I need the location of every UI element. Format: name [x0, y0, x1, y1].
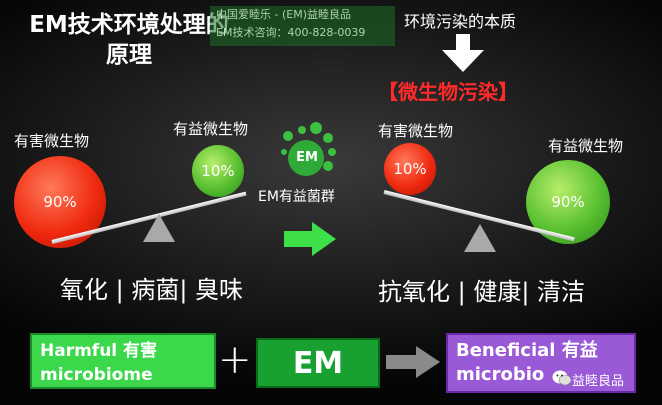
beneficial-microbiome-box: Beneficial 有益 microbio	[446, 333, 636, 393]
beneficial-box-line-2: microbio	[456, 364, 545, 385]
gray-right-arrow-icon	[386, 346, 440, 378]
right-fulcrum	[464, 224, 496, 252]
wechat-icon	[552, 370, 572, 386]
em-logo-icon	[281, 122, 336, 176]
harmful-box-line-1: Harmful 有害	[40, 341, 158, 361]
harmful-microbiome-box: Harmful 有害 microbiome	[30, 333, 216, 389]
plus-sign: +	[218, 337, 252, 383]
beneficial-box-line-1: Beneficial 有益	[456, 340, 598, 361]
left-harmful-circle: 90%	[14, 156, 106, 248]
right-beneficial-percent: 90%	[551, 193, 585, 211]
em-group-label: EM有益菌群	[258, 189, 335, 205]
right-beneficial-label: 有益微生物	[548, 137, 624, 155]
right-harmful-percent: 10%	[393, 160, 427, 178]
em-box: EM	[256, 338, 380, 388]
left-beneficial-percent: 10%	[201, 162, 235, 180]
right-harmful-label: 有害微生物	[378, 122, 454, 140]
left-beneficial-label: 有益微生物	[173, 120, 249, 138]
slide-title: EM技术环境处理的原理	[29, 12, 229, 68]
wechat-account-label: 益睦良品	[572, 374, 625, 389]
left-harmful-label: 有害微生物	[14, 132, 90, 150]
em-logo-text: EM	[296, 150, 318, 165]
right-effect-text: 抗氧化 | 健康| 清洁	[378, 278, 586, 306]
microbial-pollution-label: 【微生物污染】	[378, 80, 518, 104]
right-harmful-circle: 10%	[384, 143, 436, 195]
green-right-arrow-icon	[284, 222, 336, 256]
em-box-text: EM	[292, 345, 344, 381]
right-beneficial-circle: 90%	[526, 160, 610, 244]
watermark: 中国爱睦乐 - (EM)益睦良品 EM技术咨询：400-828-0039	[210, 6, 395, 46]
left-beneficial-circle: 10%	[192, 145, 244, 197]
watermark-line-1: 中国爱睦乐 - (EM)益睦良品	[216, 8, 351, 21]
harmful-box-line-2: microbiome	[40, 365, 153, 385]
left-harmful-percent: 90%	[43, 193, 77, 211]
left-effect-text: 氧化 | 病菌| 臭味	[60, 276, 244, 304]
pollution-essence-subtitle: 环境污染的本质	[404, 12, 517, 31]
down-arrow-icon	[442, 34, 484, 72]
watermark-line-2: EM技术咨询：400-828-0039	[216, 26, 366, 39]
left-fulcrum	[143, 214, 175, 242]
